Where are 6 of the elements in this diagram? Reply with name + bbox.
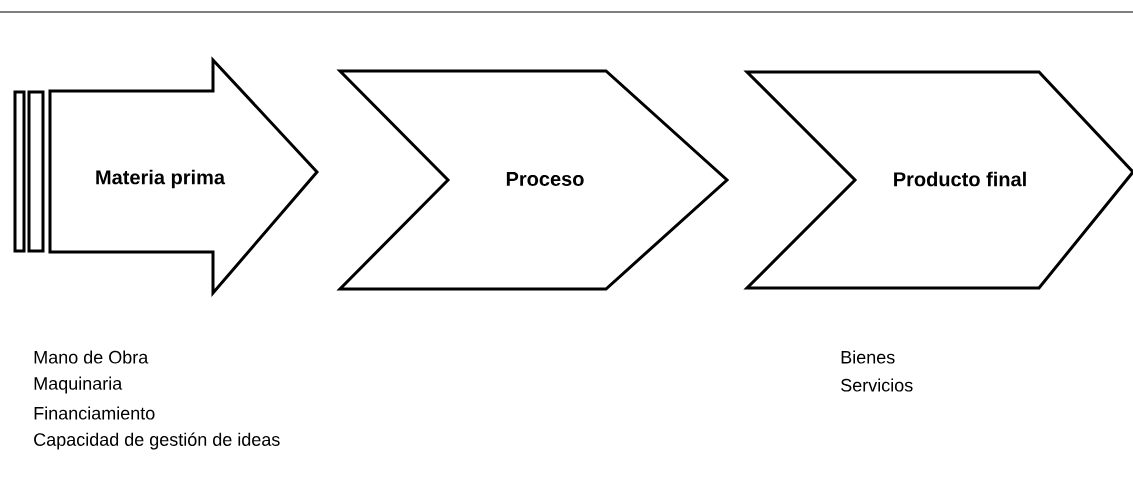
list-item: Mano de Obra [34,350,149,364]
list-item: Bienes [841,350,895,364]
list-item: Financiamiento [34,406,155,420]
list-item: Maquinaria [34,376,123,394]
list-item: Capacidad de gestión de ideas [34,432,280,450]
list-item: Servicios [841,378,913,392]
